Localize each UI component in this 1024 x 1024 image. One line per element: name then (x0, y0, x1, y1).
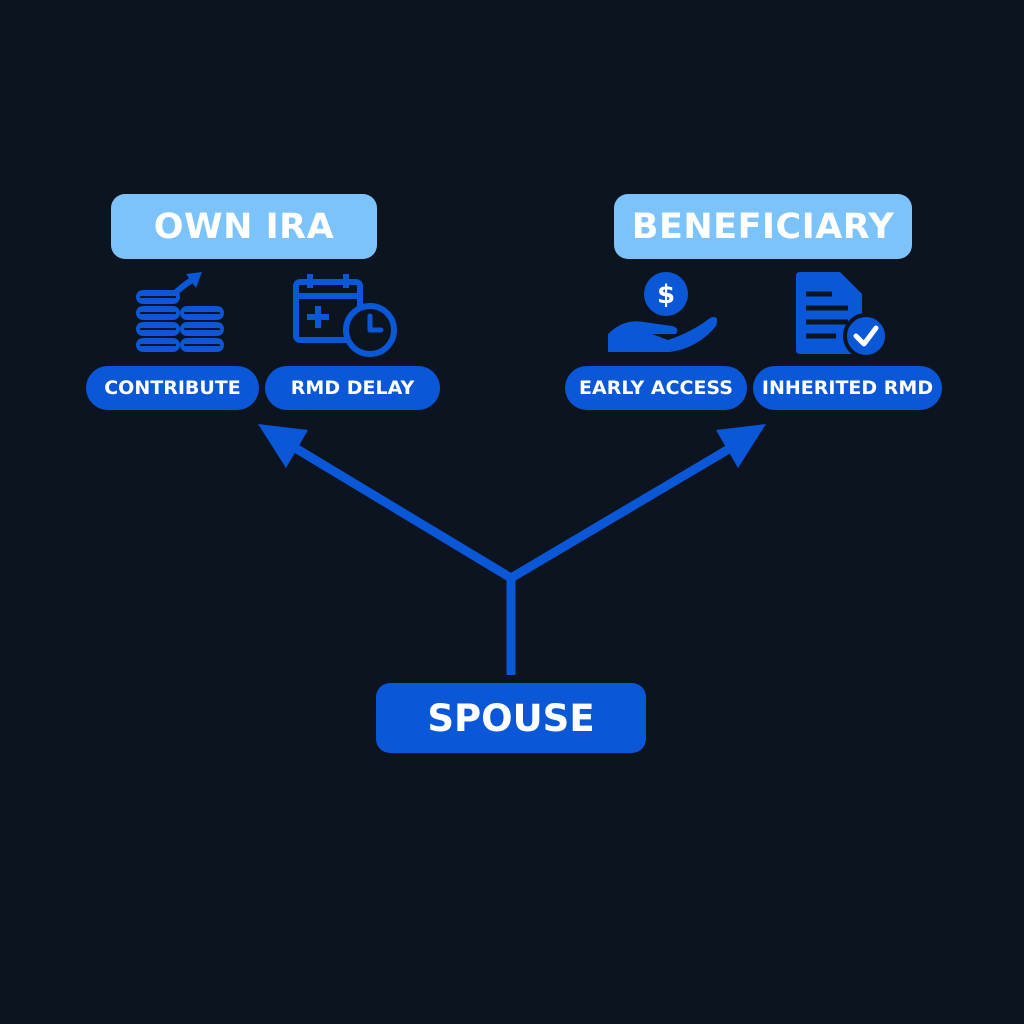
coin-stacks-growth-icon (136, 272, 224, 352)
left-arrowhead (258, 424, 308, 468)
svg-text:$: $ (657, 280, 675, 310)
document-check-icon (796, 272, 889, 359)
hand-dollar-coin-icon: $ (608, 272, 718, 352)
beneficiary-header: BENEFICIARY (614, 194, 912, 259)
inherited-rmd-label: INHERITED RMD (753, 366, 942, 410)
own-ira-header: OWN IRA (111, 194, 377, 259)
rmd-delay-label: RMD DELAY (265, 366, 440, 410)
calendar-clock-icon (293, 274, 397, 357)
left-arrow-line (279, 436, 514, 582)
contribute-label: CONTRIBUTE (86, 366, 259, 410)
spouse-root-node: SPOUSE (376, 683, 646, 753)
right-arrow-line (508, 436, 747, 582)
right-arrowhead (716, 424, 766, 468)
early-access-label: EARLY ACCESS (565, 366, 747, 410)
